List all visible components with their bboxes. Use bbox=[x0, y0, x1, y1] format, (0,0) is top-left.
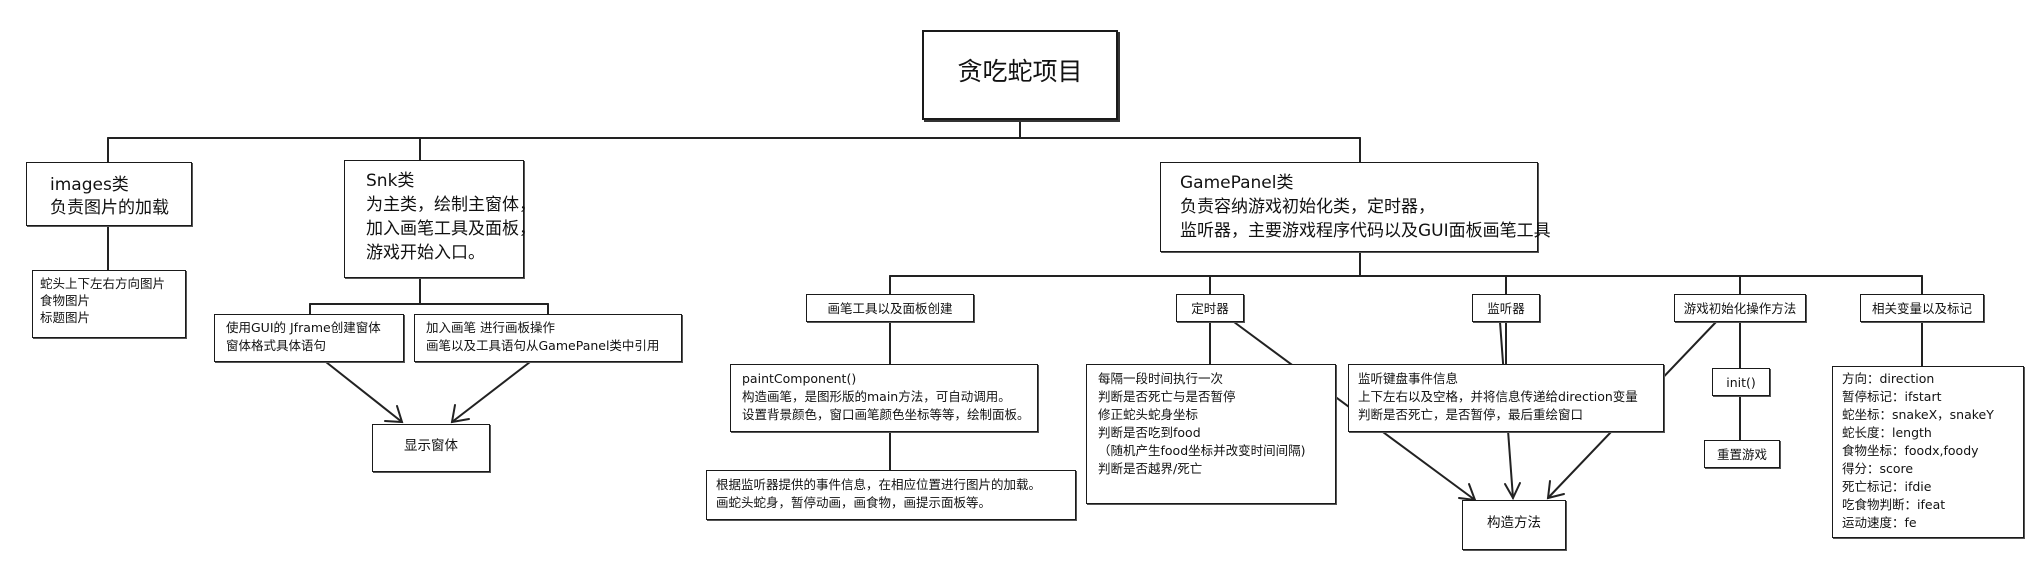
init-method-label: 游戏初始化操作方法 bbox=[1683, 301, 1797, 316]
arrowhead-listener-ctor bbox=[1504, 482, 1521, 501]
images-item-2: 食物图片 bbox=[40, 293, 91, 308]
paint-line-2: 构造画笔，是图形版的main方法，可自动调用。 bbox=[742, 389, 1011, 404]
timer-detail-line-1: 每隔一段时间执行一次 bbox=[1098, 371, 1224, 386]
root-title: 贪吃蛇项目 bbox=[957, 57, 1083, 86]
snk-gui-line-2: 窗体格式具体语句 bbox=[226, 338, 327, 353]
listener-detail-line-2: 上下左右以及空格，并将信息传递给direction变量 bbox=[1358, 389, 1638, 404]
gamepanel-class-line-2: 监听器，主要游戏程序代码以及GUI面板画笔工具 bbox=[1180, 221, 1551, 241]
snk-class-line-1: 为主类，绘制主窗体， bbox=[366, 195, 536, 215]
snk-gui-node bbox=[214, 314, 404, 362]
paint-line-3: 设置背景颜色，窗口画笔颜色坐标等等，绘制面板。 bbox=[742, 407, 1030, 422]
vars-detail-line-2: 暂停标记：ifstart bbox=[1842, 389, 1942, 404]
vars-detail-line-6: 得分：score bbox=[1842, 461, 1914, 476]
listener-node bbox=[1472, 294, 1540, 322]
paint-component-node bbox=[730, 364, 1038, 432]
init-call-label: init() bbox=[1726, 375, 1756, 390]
constructor-label: 构造方法 bbox=[1487, 515, 1541, 531]
timer-label: 定时器 bbox=[1191, 301, 1229, 316]
timer-detail-line-3: 修正蛇头蛇身坐标 bbox=[1098, 407, 1199, 422]
vars-node bbox=[1860, 294, 1984, 322]
display-window-label: 显示窗体 bbox=[404, 438, 458, 454]
arrow-gui-display bbox=[325, 361, 403, 423]
gamepanel-class-node bbox=[1160, 162, 1538, 252]
vars-detail-line-1: 方向：direction bbox=[1842, 371, 1935, 386]
vars-detail-line-7: 死亡标记：ifdie bbox=[1842, 479, 1932, 494]
vars-label: 相关变量以及标记 bbox=[1871, 301, 1972, 316]
timer-detail-node bbox=[1086, 364, 1336, 504]
init-method-node bbox=[1674, 294, 1806, 322]
vars-detail-node bbox=[1832, 366, 2024, 538]
listener-detail-node bbox=[1348, 364, 1664, 432]
arrow-pen-display bbox=[451, 361, 531, 423]
snk-pen-node bbox=[414, 314, 682, 362]
display-window-node bbox=[372, 424, 490, 472]
vars-detail-line-4: 蛇长度：length bbox=[1842, 425, 1932, 440]
snk-class-line-2: 加入画笔工具及面板， bbox=[366, 219, 536, 239]
arrowhead-init-ctor bbox=[1546, 480, 1565, 500]
snk-pen-line-1: 加入画笔 进行画板操作 bbox=[426, 320, 555, 335]
vars-detail-line-5: 食物坐标：foodx,foody bbox=[1842, 443, 1979, 458]
timer-detail-line-2: 判断是否死亡与是否暂停 bbox=[1098, 389, 1236, 404]
reset-game-label: 重置游戏 bbox=[1716, 447, 1767, 462]
vars-detail-line-8: 吃食物判断：ifeat bbox=[1842, 497, 1946, 512]
gamepanel-class-title: GamePanel类 bbox=[1180, 173, 1294, 193]
snk-pen-line-2: 画笔以及工具语句从GamePanel类中引用 bbox=[426, 338, 660, 353]
paint-line-1: paintComponent() bbox=[742, 371, 857, 386]
init-call-node bbox=[1712, 368, 1770, 396]
images-class-desc: 负责图片的加载 bbox=[50, 198, 169, 218]
render-node bbox=[706, 470, 1076, 520]
snk-class-line-3: 游戏开始入口。 bbox=[366, 243, 485, 263]
images-item-1: 蛇头上下左右方向图片 bbox=[40, 276, 166, 291]
timer-node bbox=[1176, 294, 1244, 322]
timer-detail-line-5: （随机产生food坐标并改变时间间隔) bbox=[1098, 443, 1306, 458]
arrowhead-pen-display bbox=[450, 404, 470, 424]
snk-class-title: Snk类 bbox=[366, 171, 415, 191]
root-node bbox=[922, 30, 1118, 120]
vars-detail-line-9: 运动速度：fe bbox=[1842, 515, 1917, 530]
images-item-3: 标题图片 bbox=[40, 310, 91, 325]
pen-tool-node bbox=[806, 294, 974, 322]
pen-tool-label: 画笔工具以及面板创建 bbox=[827, 301, 953, 316]
images-class-node bbox=[26, 162, 192, 226]
images-items-node bbox=[32, 270, 186, 338]
reset-game-node bbox=[1704, 440, 1780, 468]
listener-detail-line-1: 监听键盘事件信息 bbox=[1358, 371, 1459, 386]
render-line-1: 根据监听器提供的事件信息，在相应位置进行图片的加载。 bbox=[716, 477, 1042, 492]
render-line-2: 画蛇头蛇身，暂停动画，画食物，画提示面板等。 bbox=[716, 495, 992, 510]
arrowhead-gui-display bbox=[384, 405, 404, 424]
images-class-title: images类 bbox=[50, 175, 129, 195]
listener-label: 监听器 bbox=[1487, 301, 1525, 316]
vars-detail-line-3: 蛇坐标：snakeX，snakeY bbox=[1842, 407, 1994, 422]
snk-class-node bbox=[344, 160, 524, 278]
listener-detail-line-3: 判断是否死亡，是否暂停，最后重绘窗口 bbox=[1358, 407, 1584, 422]
timer-detail-line-6: 判断是否越界/死亡 bbox=[1098, 461, 1203, 476]
constructor-node bbox=[1462, 500, 1566, 550]
timer-detail-line-4: 判断是否吃到food bbox=[1098, 425, 1201, 440]
snk-gui-line-1: 使用GUI的 Jframe创建窗体 bbox=[226, 320, 381, 335]
gamepanel-class-line-1: 负责容纳游戏初始化类，定时器， bbox=[1180, 197, 1435, 217]
